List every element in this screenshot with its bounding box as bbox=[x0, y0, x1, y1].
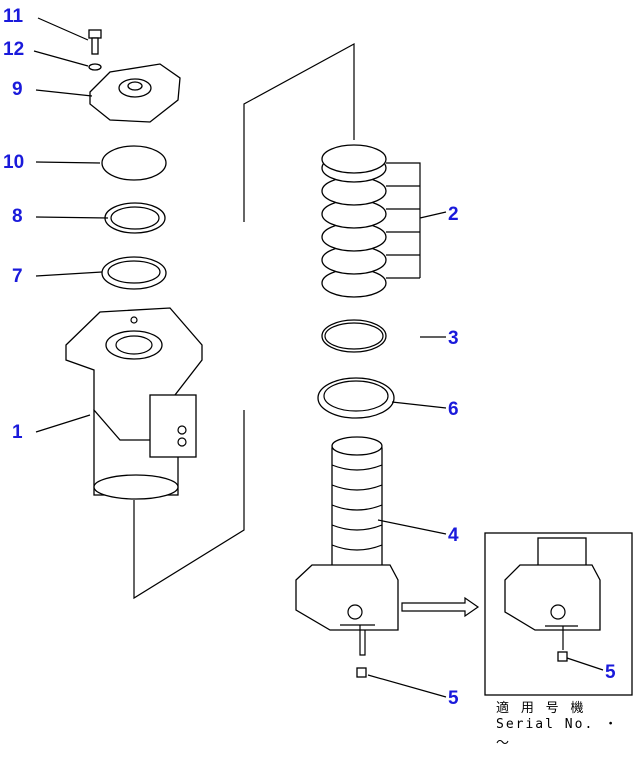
part-seal-stack bbox=[321, 144, 387, 298]
part-cover bbox=[89, 63, 181, 123]
assembly-line-top bbox=[243, 42, 355, 222]
arrow-icon bbox=[401, 596, 480, 618]
callout-8: 8 bbox=[12, 206, 23, 227]
serial-number-label: Serial No. ・ ～ bbox=[496, 717, 620, 751]
callout-7: 7 bbox=[12, 266, 23, 287]
part-backup-ring bbox=[317, 377, 395, 419]
inset-rotor bbox=[504, 537, 601, 662]
part-washer bbox=[88, 63, 102, 71]
callout-1: 1 bbox=[12, 422, 23, 443]
part-ring bbox=[101, 256, 167, 290]
callout-2: 2 bbox=[448, 204, 459, 225]
callout-11: 11 bbox=[3, 6, 24, 27]
callout-9: 9 bbox=[12, 79, 23, 100]
applicable-machines-label: 適 用 号 機 bbox=[496, 701, 586, 716]
callout-12: 12 bbox=[3, 39, 24, 60]
part-seal-ring bbox=[321, 319, 387, 353]
assembly-line-left bbox=[133, 410, 245, 600]
callout-3: 3 bbox=[448, 328, 459, 349]
callout-4: 4 bbox=[448, 525, 459, 546]
callout-5: 5 bbox=[448, 688, 459, 709]
part-snap-ring bbox=[104, 202, 166, 234]
part-o-ring bbox=[101, 145, 167, 181]
part-bolt bbox=[88, 29, 102, 55]
part-rotor bbox=[295, 436, 399, 678]
callout-6: 6 bbox=[448, 399, 459, 420]
callout-10: 10 bbox=[3, 152, 24, 173]
callout-5-inset: 5 bbox=[605, 662, 616, 683]
part-swivel-body bbox=[65, 307, 203, 500]
